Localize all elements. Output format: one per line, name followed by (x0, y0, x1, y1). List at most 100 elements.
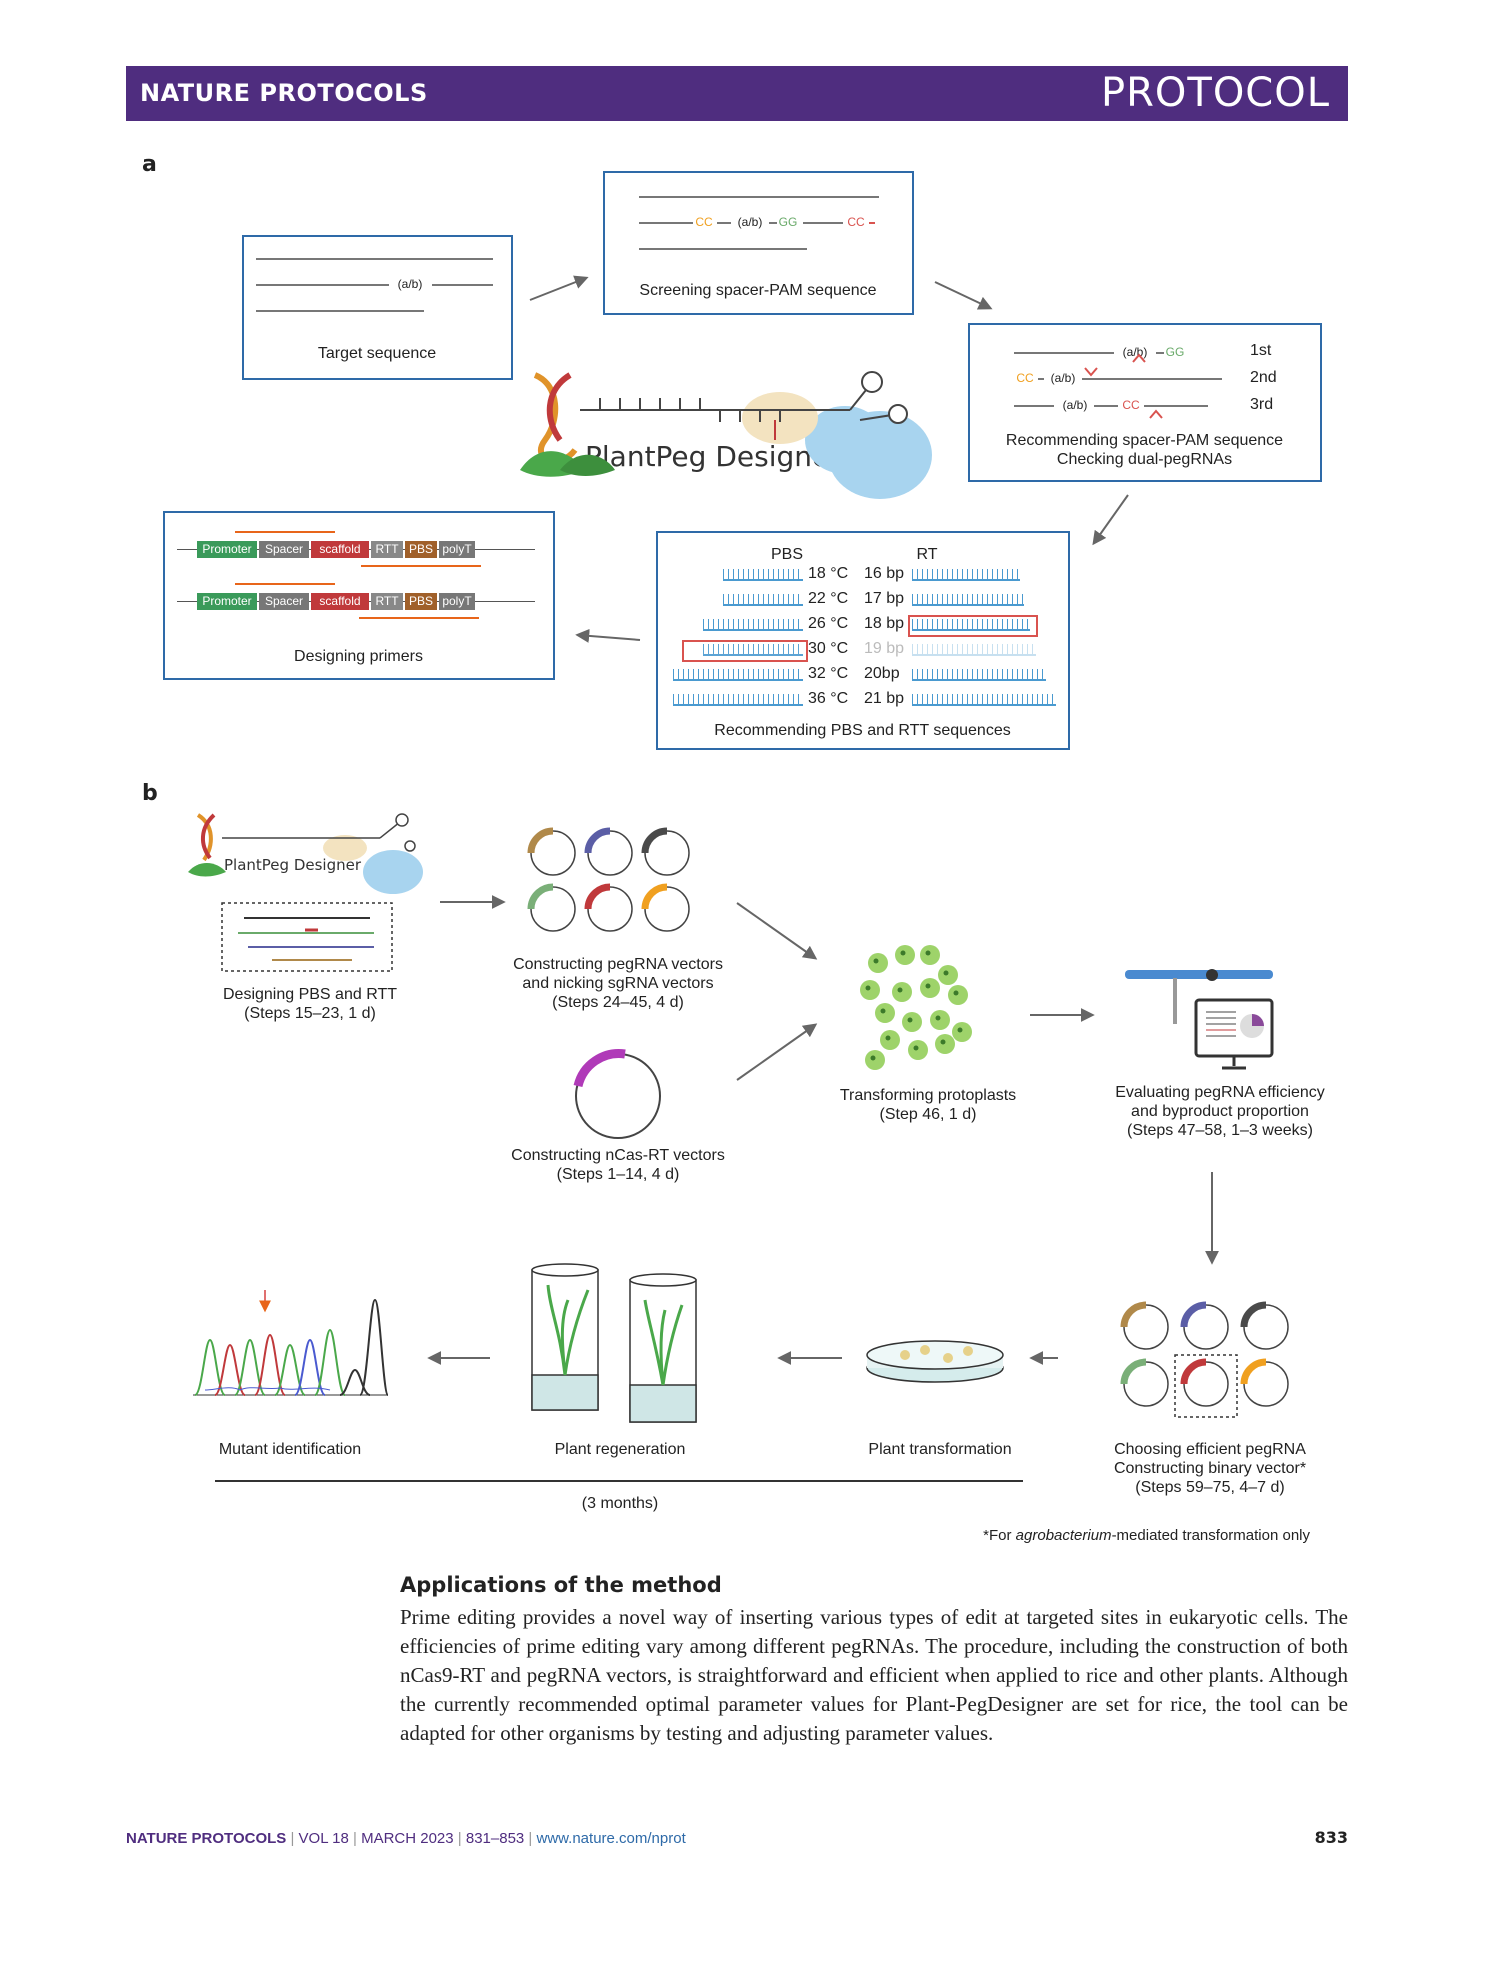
protoplast-nucleus (935, 1015, 941, 1021)
primers-label: Designing primers (294, 648, 423, 665)
construct-segment-promoter: Promoter (197, 593, 257, 610)
recommend-spacer-box: (a/b) GG 1st CC (a/b) 2nd (a/b) CC 3rd R… (968, 323, 1322, 482)
screen-gg: GG (778, 215, 798, 229)
rt-length-label: 18 bp (864, 615, 905, 632)
step-mutant-label: Mutant identification (218, 1441, 362, 1458)
rec-row3-cc: CC (1122, 398, 1140, 412)
rt-strand (912, 594, 1024, 606)
construct-segment-promoter: Promoter (197, 541, 257, 558)
screen-cc1: CC (695, 215, 713, 229)
protoplast (868, 953, 888, 973)
panel-a-letter: a (142, 152, 157, 177)
screening-label: Screening spacer-PAM sequence (639, 282, 877, 299)
rt-length-label: 16 bp (864, 565, 905, 582)
step-ncas-label: Constructing nCas-RT vectors(Steps 1–14,… (511, 1147, 725, 1183)
plasmid-insert (1240, 1358, 1267, 1385)
footnote: *For agrobacterium-mediated transformati… (983, 1527, 1310, 1544)
rt-strand (912, 619, 1030, 631)
chosen-highlight (1174, 1354, 1238, 1418)
rec-row3-ab: (a/b) (1062, 398, 1088, 412)
plantpeg-logo-text-b: PlantPeg Designer (224, 856, 362, 874)
pbs-selected-highlight (682, 640, 808, 662)
reverse-primer (361, 565, 481, 567)
protoplast-nucleus (865, 985, 871, 991)
plantpeg-logo-b (188, 813, 423, 894)
pbs-strand (673, 669, 803, 681)
screen-ab: (a/b) (737, 215, 763, 229)
rec-row1-gg: GG (1165, 345, 1185, 359)
construct-segment-pbs: PBS (405, 541, 437, 558)
target-sequence-box: (a/b) Target sequence (242, 235, 513, 380)
protoplast-nucleus (897, 987, 903, 993)
protoplast-nucleus (873, 958, 879, 964)
protoplast-nucleus (943, 970, 949, 976)
rec-label-2: Checking dual-pegRNAs (1056, 451, 1233, 468)
rank-3rd: 3rd (1250, 396, 1274, 413)
protoplast-nucleus (957, 1027, 963, 1033)
rec-row2-cc: CC (1016, 371, 1034, 385)
protoplast-nucleus (940, 1039, 946, 1045)
rank-1st: 1st (1250, 342, 1272, 359)
plasmid-insert (527, 827, 554, 854)
protoplast-nucleus (900, 950, 906, 956)
pbs-strand (673, 694, 803, 706)
article-type: PROTOCOL (1100, 70, 1330, 116)
chosen-plasmids (1120, 1301, 1289, 1407)
plasmid-insert (1180, 1301, 1207, 1328)
pbs-temp-label: 30 °C (808, 640, 849, 657)
pbs-strand (723, 594, 803, 606)
pbs-temp-label: 32 °C (808, 665, 849, 682)
footer-citation: NATURE PROTOCOLS | VOL 18 | MARCH 2023 |… (126, 1830, 686, 1847)
plasmid-insert (1180, 1358, 1207, 1385)
pbs-temp-label: 18 °C (808, 565, 849, 582)
protoplast-nucleus (925, 983, 931, 989)
page-number: 833 (1314, 1828, 1348, 1847)
rt-length-label: 17 bp (864, 590, 905, 607)
protoplast-nucleus (870, 1055, 876, 1061)
construct-segment-polyt: polyT (439, 541, 475, 558)
arrow-screen-to-rec (934, 281, 993, 310)
petri-dish-icon (866, 1340, 1004, 1383)
plasmid-insert (1240, 1301, 1267, 1328)
evaluation-icon (1125, 969, 1274, 1070)
rt-length-label: 21 bp (864, 690, 905, 707)
plasmid-insert (527, 883, 554, 910)
nick-caret-3 (1149, 409, 1163, 419)
footer-url-link[interactable]: www.nature.com/nprot (536, 1830, 686, 1847)
plantpeg-logo-a (520, 371, 932, 499)
arrow-ncas-to-transform (736, 1023, 818, 1081)
arrow-pbs-to-primers (575, 628, 641, 643)
protoplast-nucleus (913, 1045, 919, 1051)
protoplast (930, 1010, 950, 1030)
forward-primer (235, 531, 335, 533)
pbs-temp-label: 36 °C (808, 690, 849, 707)
screen-cc2: CC (847, 215, 865, 229)
step-regen-label: Plant regeneration (554, 1441, 686, 1458)
protoplast (908, 1040, 928, 1060)
pbs-rt-label: Recommending PBS and RTT sequences (714, 722, 1011, 739)
journal-banner: NATURE PROTOCOLS PROTOCOL (126, 66, 1348, 121)
rt-length-label: 19 bp (864, 640, 905, 657)
protoplast (880, 1030, 900, 1050)
protoplast (952, 1022, 972, 1042)
protoplast (860, 980, 880, 1000)
step-design-label: Designing PBS and RTT(Steps 15–23, 1 d) (222, 986, 397, 1022)
rt-column-header: RT (916, 546, 938, 563)
pbs-column-header: PBS (770, 546, 803, 563)
protoplast (902, 1012, 922, 1032)
protoplast (875, 1003, 895, 1023)
rank-2nd: 2nd (1250, 369, 1277, 386)
protoplast (865, 1050, 885, 1070)
rec-row2-ab: (a/b) (1050, 371, 1076, 385)
rt-strand (912, 694, 1056, 706)
target-ab-mark: (a/b) (397, 277, 423, 291)
design-dotted-box (221, 902, 393, 972)
protoplast-nucleus (885, 1035, 891, 1041)
arrow-target-to-screen (529, 275, 589, 301)
rec-row1-ab: (a/b) (1122, 345, 1148, 359)
forward-primer (235, 583, 335, 585)
target-sequence-label: Target sequence (317, 345, 437, 362)
